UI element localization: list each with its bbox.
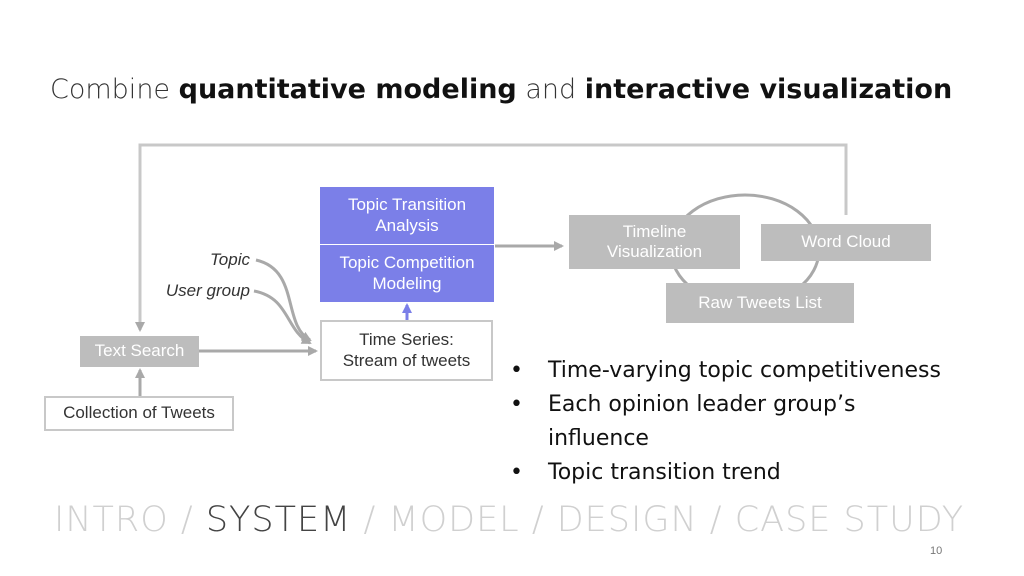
word-cloud-label: Word Cloud [801,232,891,252]
nav-design[interactable]: DESIGN [556,500,698,540]
bullet-list: Time-varying topic competitiveness Each … [508,354,978,490]
user-group-label: User group [165,281,250,300]
text-search-box: Text Search [80,336,199,367]
title-part-2: quantitative modeling [178,74,517,105]
nav-separator: / [519,500,557,540]
title-part-3: and [516,74,585,105]
topic-label: Topic [209,250,250,269]
collection-of-tweets-box: Collection of Tweets [44,396,234,431]
nav-case-study[interactable]: CASE STUDY [734,500,965,540]
bullet-item: Each opinion leader group’s influence [508,388,888,456]
page-number: 10 [930,545,943,557]
topic-transition-label: Topic Transition Analysis [347,195,467,235]
raw-tweets-list-box: Raw Tweets List [666,283,854,323]
nav-intro[interactable]: INTRO [54,500,169,540]
feedback-loop-line [135,143,848,332]
title-part-1: Combine [50,74,179,105]
bullet-item: Topic transition trend [508,456,978,490]
slide-title: Combine quantitative modeling and intera… [50,74,952,105]
topic-competition-label: Topic Competition Modeling [339,253,475,293]
nav-separator: / [351,500,389,540]
time-series-box: Time Series: Stream of tweets [320,320,493,381]
bullet-item: Time-varying topic competitiveness [508,354,978,388]
user-group-curve-arrow [253,289,312,345]
time-series-label: Time Series: Stream of tweets [342,330,471,370]
text-search-label: Text Search [94,341,185,361]
title-part-4: interactive visualization [584,74,953,105]
nav-separator: / [697,500,735,540]
timeline-visualization-label: Timeline Visualization [606,221,703,261]
timeline-visualization-box: Timeline Visualization [569,215,740,269]
nav-system[interactable]: SYSTEM [205,500,352,540]
collection-of-tweets-label: Collection of Tweets [63,403,215,423]
raw-tweets-list-label: Raw Tweets List [698,292,822,312]
section-navigation: INTRO / SYSTEM / MODEL / DESIGN / CASE S… [54,500,964,540]
nav-model[interactable]: MODEL [388,500,520,540]
topic-competition-box: Topic Competition Modeling [320,245,494,302]
topic-curve-arrow [255,258,312,342]
topic-transition-box: Topic Transition Analysis [320,187,494,244]
nav-separator: / [168,500,206,540]
word-cloud-box: Word Cloud [761,224,931,261]
